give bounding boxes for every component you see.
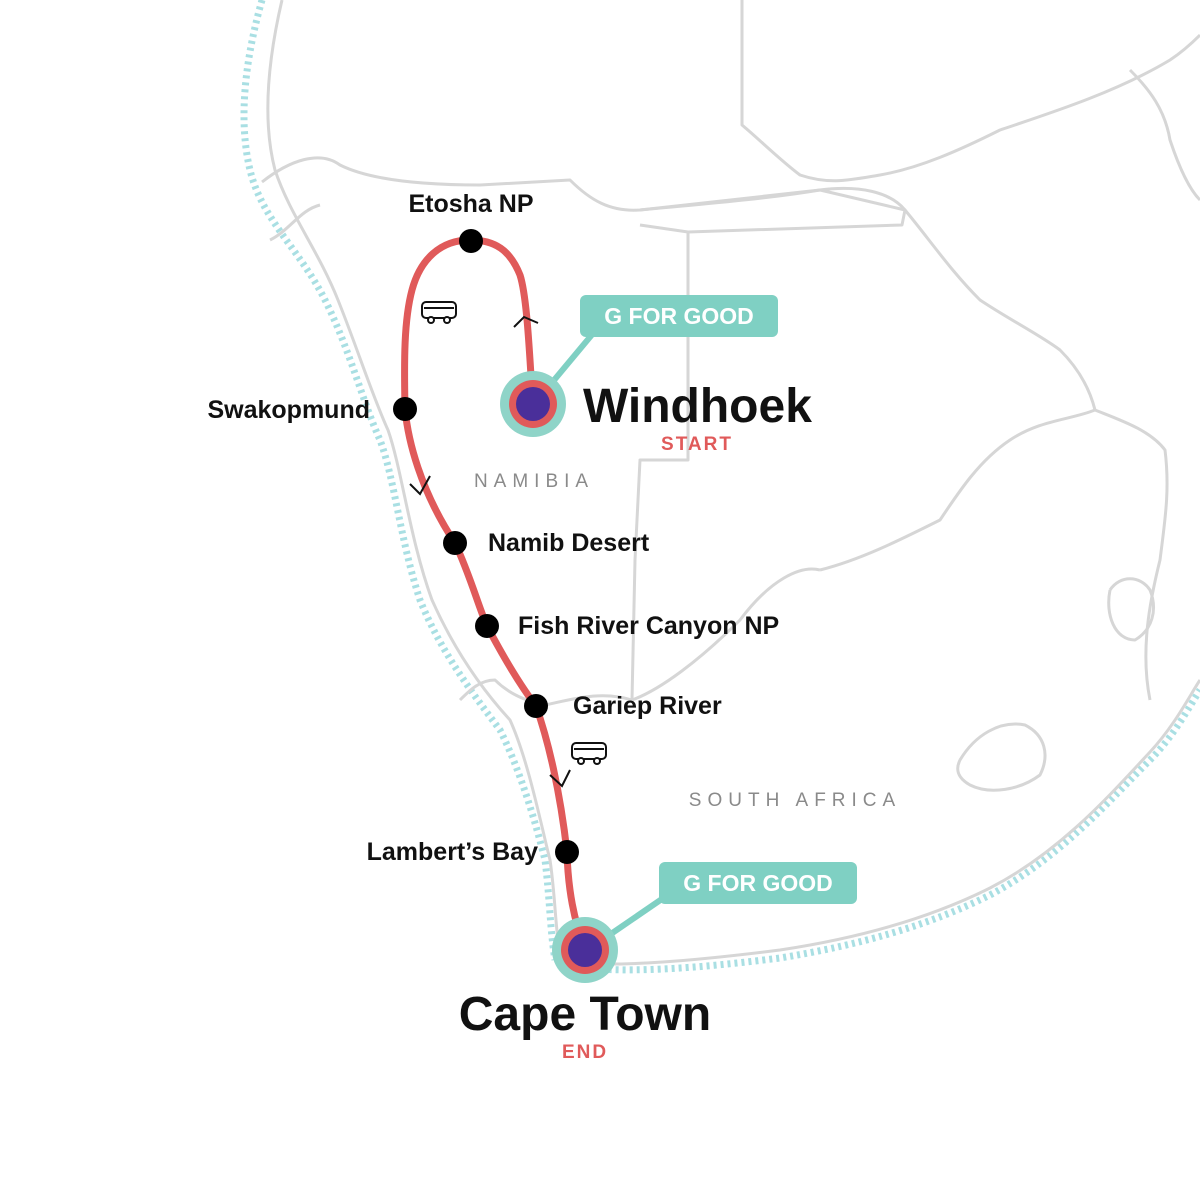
stop-label-swakopmund: Swakopmund	[207, 396, 370, 424]
end-city-label: Cape Town	[459, 988, 711, 1041]
country-label-namibia: NAMIBIA	[474, 471, 594, 492]
south-coast-water	[559, 688, 1200, 974]
stop-dot-etosha[interactable]	[459, 229, 483, 253]
south-coastline	[561, 679, 1200, 966]
bus-icon	[421, 301, 457, 324]
badge-label: G FOR GOOD	[604, 303, 754, 329]
stop-dots	[393, 229, 579, 864]
start-g-for-good-badge: G FOR GOOD	[580, 295, 778, 337]
stop-dot-lamberts-bay[interactable]	[555, 840, 579, 864]
stop-label-namib-desert: Namib Desert	[488, 529, 650, 557]
coast-water	[240, 0, 1200, 974]
angola-namibia-border	[261, 156, 907, 212]
chevron-arrow-icon	[513, 315, 539, 328]
zambia-border	[740, 0, 1200, 183]
chevron-arrow-icon	[409, 475, 431, 496]
namibia-botswana-east-border	[630, 232, 690, 701]
botswana-south-border	[631, 567, 821, 702]
stop-label-etosha: Etosha NP	[408, 190, 533, 218]
north-east-border	[1128, 68, 1200, 202]
end-marker[interactable]	[552, 917, 618, 983]
chevron-arrow-icon	[549, 769, 571, 788]
mozambique-border	[1094, 408, 1169, 701]
eswatini-border	[1107, 577, 1155, 642]
caprivi-strip	[639, 188, 907, 234]
interior-border-north	[269, 203, 321, 242]
stop-label-fish-river-canyon: Fish River Canyon NP	[518, 612, 779, 640]
lesotho-border	[956, 722, 1047, 792]
stop-label-lamberts-bay: Lambert’s Bay	[367, 838, 538, 866]
start-role-label: START	[661, 434, 733, 455]
stop-dot-gariep-river[interactable]	[524, 694, 548, 718]
zimbabwe-border	[819, 209, 1097, 572]
country-borders	[261, 0, 1200, 966]
end-g-for-good-badge: G FOR GOOD	[659, 862, 857, 904]
bus-icon	[571, 742, 607, 765]
start-city-label: Windhoek	[583, 380, 812, 433]
stop-dot-swakopmund[interactable]	[393, 397, 417, 421]
stop-label-gariep-river: Gariep River	[573, 692, 722, 720]
namibia-south-africa-border	[458, 678, 633, 707]
badge-label: G FOR GOOD	[683, 870, 833, 896]
start-marker[interactable]	[500, 371, 566, 437]
direction-arrows	[409, 315, 571, 788]
end-role-label: END	[562, 1042, 608, 1063]
stop-dot-fish-river-canyon[interactable]	[475, 614, 499, 638]
stop-dot-namib-desert[interactable]	[443, 531, 467, 555]
country-label-south-africa: SOUTH AFRICA	[689, 790, 901, 811]
